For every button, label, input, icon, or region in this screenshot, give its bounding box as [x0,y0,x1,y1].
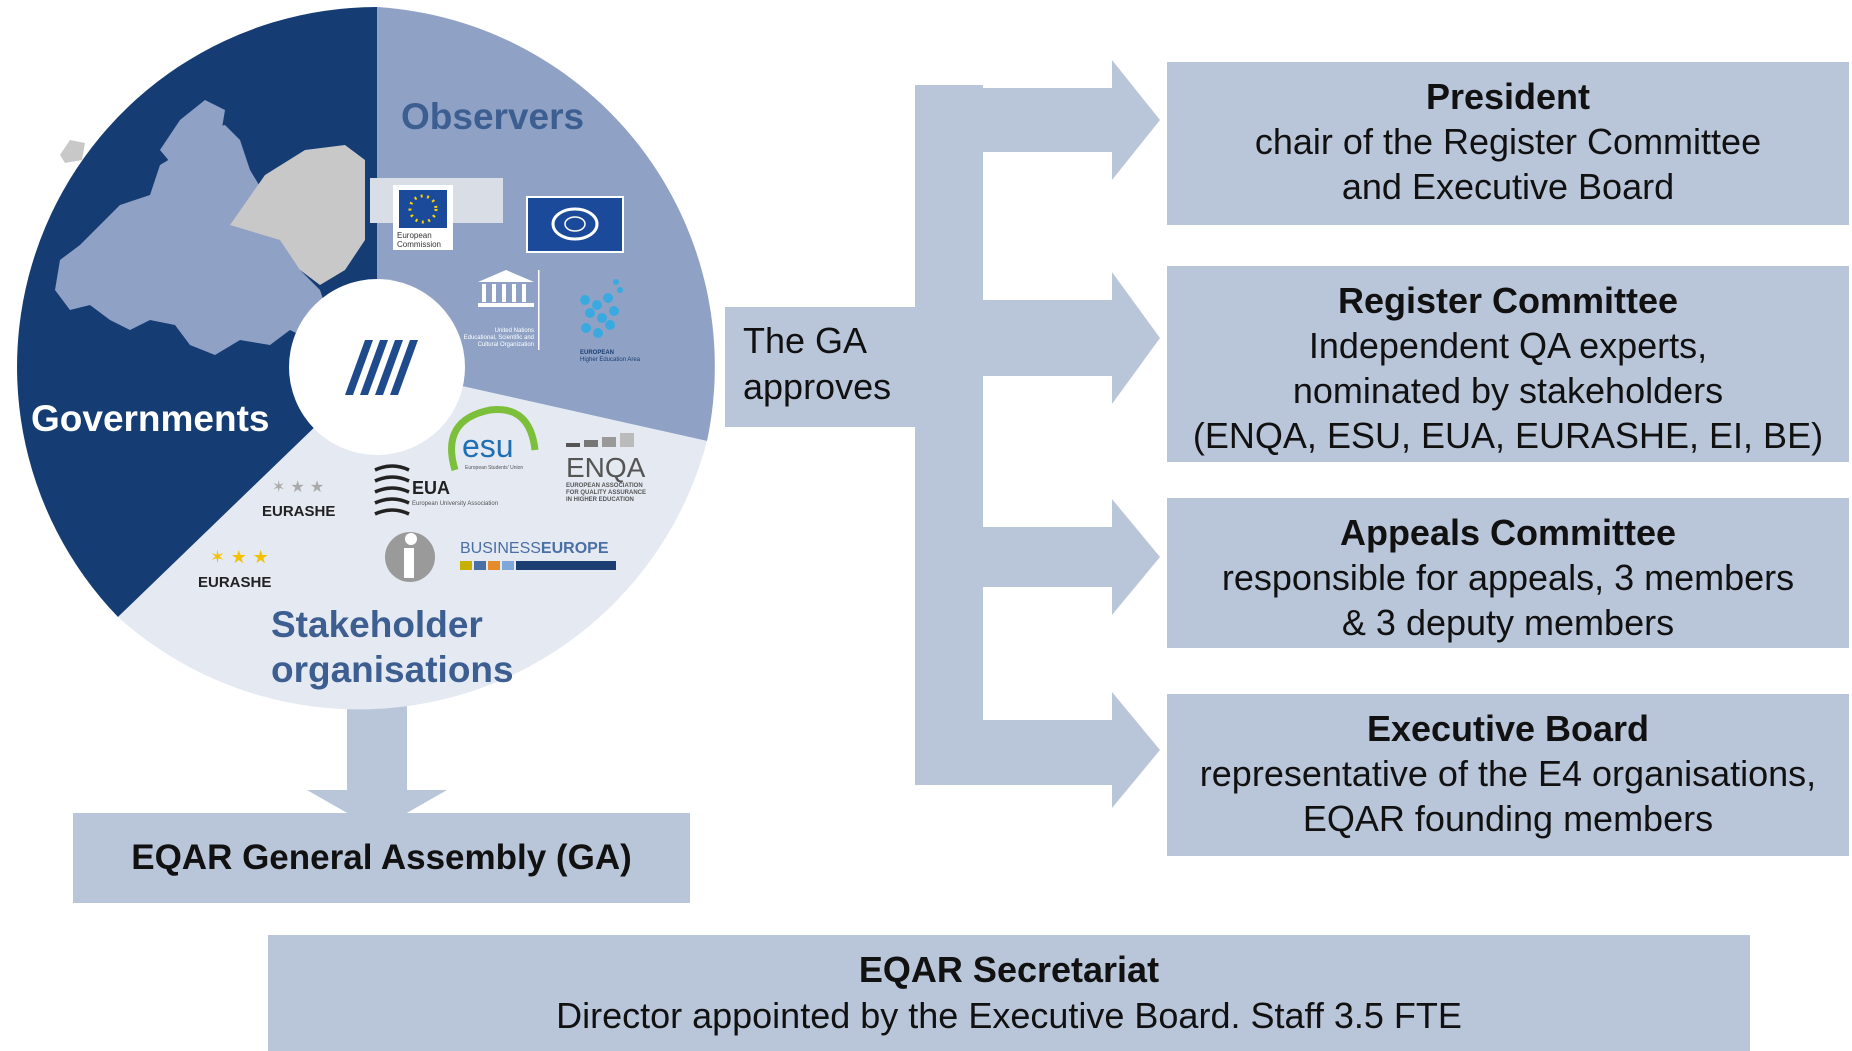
observers-label: Observers [401,96,585,137]
ec-logo-text: European Commission [397,231,441,249]
businesseurope-logo-icon [460,561,616,570]
connector-spine [915,85,983,785]
eqar-logo-icon [345,340,418,395]
appeals-committee-line-1: responsible for appeals, 3 members [1221,557,1795,598]
arrow-to-appeals-committee [983,499,1160,615]
ec-logo-text-1: European [397,231,432,240]
unesco-logo-text-1: United Nations [494,328,534,334]
unesco-logo-text-3: Cultural Organization [477,342,534,348]
svg-text:✶ ★ ★: ✶ ★ ★ [272,477,324,496]
europe-map [55,100,365,355]
enqa-logo-subtext: EUROPEAN ASSOCIATION FOR QUALITY ASSURAN… [566,483,646,504]
executive-board-line-1: representative of the E4 organisations, [1199,753,1817,794]
enqa-logo-subtext-2: FOR QUALITY ASSURANCE [566,490,647,496]
president-title: President [1425,76,1591,117]
eua-logo-subtext: European University Association [412,501,499,507]
businesseurope-logo-text: BUSINESSEUROPE [460,540,609,558]
enqa-logo-text: ENQA [566,452,646,483]
register-committee-title: Register Committee [1337,280,1679,321]
register-committee-box: Register Committee Independent QA expert… [1167,266,1849,462]
unesco-logo-text: United Nations Educational, Scientific a… [452,328,534,349]
businesseurope-logo-text-2: EUROPE [540,540,609,557]
european-commission-logo-icon [370,178,503,250]
ec-logo-text-2: Commission [397,240,442,249]
governments-label: Governments [31,398,270,439]
enqa-logo-subtext-3: IN HIGHER EDUCATION [566,497,634,503]
svg-text:✶ ★ ★: ✶ ★ ★ [210,547,269,568]
ehea-logo-text-2: Higher Education Area [580,357,641,363]
register-committee-line-1: Independent QA experts, [1308,325,1708,366]
unesco-logo-text-2: Educational, Scientific and [463,335,534,341]
education-international-logo-icon [385,532,435,582]
ehea-logo-text: EUROPEAN Higher Education Area [580,350,640,364]
eurashe-logo-grey-text: EURASHE [262,503,336,520]
appeals-committee-title: Appeals Committee [1339,512,1677,553]
approves-label-line-2: approves [743,366,892,407]
executive-board-line-2: EQAR founding members [1302,798,1714,839]
eurashe-stars-icon: ✶ ★ ★ [210,547,269,568]
register-committee-line-2: nominated by stakeholders [1292,370,1724,411]
secretariat-line: Director appointed by the Executive Boar… [556,995,1462,1036]
stakeholders-label-line-1: Stakeholder [271,604,483,645]
stakeholders-label: Stakeholder organisations [271,602,514,692]
enqa-logo-subtext-1: EUROPEAN ASSOCIATION [566,483,643,489]
esu-logo-icon [448,406,539,472]
esu-logo-subtext: European Students' Union [465,465,524,471]
eurashe-logo-text: EURASHE [198,574,272,591]
secretariat-box: EQAR Secretariat Director appointed by t… [268,935,1750,1051]
stakeholders-label-line-2: organisations [271,649,514,690]
approves-label-line-1: The GA [743,320,868,361]
unesco-logo-icon [478,270,540,350]
esu-logo-text: esu [462,428,514,464]
approves-label: The GA approves [743,318,891,410]
arrow-to-register-committee [983,272,1160,404]
businesseurope-logo-text-1: BUSINESS [460,540,541,557]
ga-down-arrow [307,690,447,830]
secretariat-title: EQAR Secretariat [858,949,1160,990]
eua-logo-text: EUA [412,478,451,498]
arrow-to-president [983,60,1160,180]
president-line-1: chair of the Register Committee [1254,121,1762,162]
eurashe-stars-grey-icon: ✶ ★ ★ [272,477,324,496]
arrow-to-executive-board [983,692,1160,808]
president-line-2: and Executive Board [1341,166,1675,207]
ehea-logo-text-1: EUROPEAN [580,350,615,356]
executive-board-box: Executive Board representative of the E4… [1167,694,1849,856]
executive-board-title: Executive Board [1366,708,1650,749]
president-box: President chair of the Register Committe… [1167,62,1849,225]
appeals-committee-box: Appeals Committee responsible for appeal… [1167,498,1849,648]
ehea-logo-icon [580,279,623,338]
enqa-logo-icon [566,433,634,447]
appeals-committee-line-2: & 3 deputy members [1341,602,1675,643]
register-committee-line-3: (ENQA, ESU, EUA, EURASHE, EI, BE) [1192,415,1824,456]
approves-bar [725,307,925,427]
general-assembly-box: EQAR General Assembly (GA) [73,813,690,903]
eua-logo-icon [374,464,410,516]
council-of-europe-logo-icon [526,196,624,253]
general-assembly-label: EQAR General Assembly (GA) [131,838,632,877]
